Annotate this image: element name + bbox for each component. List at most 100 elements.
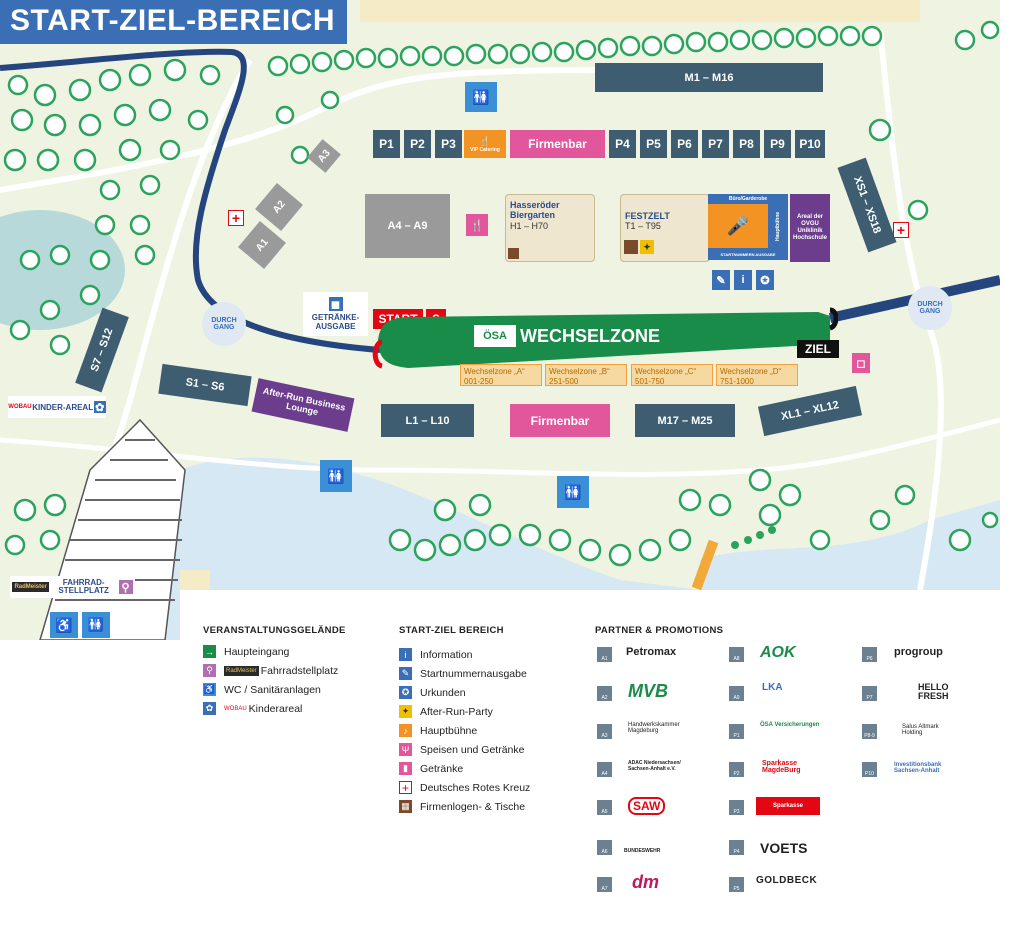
legend-label: Information: [420, 648, 473, 661]
wc-icon[interactable]: 🚻: [465, 82, 497, 112]
wechselzone-d-name: Wechselzone „D“: [720, 367, 782, 376]
area-p2[interactable]: P2: [404, 130, 431, 158]
partner-code: A7: [597, 877, 612, 892]
fahrrad-text: FAHRRAD-STELLPLATZ: [58, 578, 109, 595]
partner-code: A3: [597, 724, 612, 739]
partner-logo: Sparkasse: [756, 797, 820, 815]
company-icon: [624, 240, 638, 254]
partner-logo: Handwerkskammer Magdeburg: [628, 722, 680, 734]
pencil-icon[interactable]: ✎: [712, 270, 730, 290]
area-p10[interactable]: P10: [795, 130, 825, 158]
area-p9[interactable]: P9: [764, 130, 791, 158]
company-icon: [508, 248, 519, 259]
legend-label: Hauptbühne: [420, 724, 478, 737]
area-l1-l10[interactable]: L1 – L10: [381, 404, 474, 437]
entrance-icon: →: [203, 645, 216, 658]
partner-logo: GOLDBECK: [756, 875, 818, 886]
area-hasseroeder-biergarten[interactable]: Hasseröder Biergarten H1 – H70: [505, 194, 595, 262]
food-icon: Ψ: [399, 743, 412, 756]
area-vip-catering[interactable]: 🍴 VIP Catering: [464, 130, 506, 158]
cup-icon: ◻: [852, 353, 870, 373]
wobau-logo: WOBAU: [224, 705, 247, 712]
microphone-icon: 🎤: [726, 215, 750, 236]
kinderareal-label[interactable]: WOBAU KINDER-AREAL ✿: [8, 396, 106, 418]
partner-code: A9: [729, 686, 744, 701]
area-m1-m16[interactable]: M1 – M16: [595, 63, 823, 92]
kinderareal-text: KINDER-AREAL: [32, 402, 94, 412]
child-icon: ✿: [203, 702, 216, 715]
legend-label: Haupteingang: [224, 645, 290, 658]
legend-item: + Deutsches Rotes Kreuz: [399, 781, 531, 795]
info-icon[interactable]: i: [734, 270, 752, 290]
cup-icon: ◼: [328, 297, 343, 311]
area-a4-a9[interactable]: A4 – A9: [365, 194, 450, 258]
area-p7[interactable]: P7: [702, 130, 729, 158]
event-map: START-ZIEL-BEREICH M1 – M16 🚻 P1 P2 P3 🍴…: [0, 0, 1000, 640]
festzelt-title: FESTZELT: [625, 211, 670, 221]
legend-item: ✪Urkunden: [399, 686, 466, 699]
partner-code: P7: [862, 686, 877, 701]
wechselzone-d: Wechselzone „D“ 751-1000: [716, 364, 798, 386]
partner-logo: Sparkasse MagdeBurg: [762, 760, 801, 774]
area-firmenbar-top[interactable]: Firmenbar: [510, 130, 605, 158]
legend-label: Kinderareal: [248, 702, 303, 715]
partner-code: P8-9: [862, 724, 877, 739]
area-p3[interactable]: P3: [435, 130, 462, 158]
partner-logo: Investitionsbank Sachsen-Anhalt: [894, 762, 942, 774]
area-p5[interactable]: P5: [640, 130, 667, 158]
partner-logo: MVB: [628, 681, 668, 701]
partner-code: P10: [862, 762, 877, 777]
legend-label: WC / Sanitäranlagen: [224, 683, 321, 696]
getraenke-ausgabe[interactable]: ◼ GETRÄNKE-AUSGABE: [303, 292, 368, 336]
partner-logo: dm: [632, 872, 659, 892]
legend-label: Deutsches Rotes Kreuz: [420, 781, 531, 794]
area-p6[interactable]: P6: [671, 130, 698, 158]
award-icon[interactable]: ✪: [756, 270, 774, 290]
area-ovgu[interactable]: Areal der OVGU Uniklinik Hochschule: [790, 194, 830, 262]
wechselzone-b-range: 251-500: [549, 376, 579, 386]
area-p4[interactable]: P4: [609, 130, 636, 158]
wc-icon: ♿: [203, 683, 216, 696]
wechselzone-b-name: Wechselzone „B“: [549, 367, 610, 376]
wc-icon[interactable]: 🚻: [82, 612, 110, 638]
legend-label: Speisen und Getränke: [420, 743, 525, 756]
legend-item: ♪Hauptbühne: [399, 724, 477, 737]
partner-code: A1: [597, 647, 612, 662]
partner-code: A8: [729, 647, 744, 662]
company-icon: ▦: [399, 800, 412, 813]
partner-logo: progroup: [894, 646, 943, 658]
partner-logo: SAW: [628, 797, 666, 815]
legend-label: Startnummernausgabe: [420, 667, 527, 680]
hasseroeder-sub: H1 – H70: [510, 220, 549, 231]
wechselzone-c: Wechselzone „C“ 501-750: [631, 364, 713, 386]
durchgang-right: DURCH GANG: [908, 286, 952, 330]
wechselzone-c-name: Wechselzone „C“: [635, 367, 697, 376]
area-p1[interactable]: P1: [373, 130, 400, 158]
bike-icon: ⚲: [203, 664, 216, 677]
legend-label: Urkunden: [420, 686, 466, 699]
area-firmenbar-bottom[interactable]: Firmenbar: [510, 404, 610, 437]
area-m17-m25[interactable]: M17 – M25: [635, 404, 735, 437]
legend-item: → Haupteingang: [203, 645, 289, 658]
legend-item: ♿ WC / Sanitäranlagen: [203, 683, 321, 696]
radmeister-logo: RadMeister: [12, 582, 49, 592]
legend-item: ▦Firmenlogen- & Tische: [399, 800, 525, 813]
legend-item: ✦After-Run-Party: [399, 705, 493, 718]
party-icon: ✦: [640, 240, 654, 254]
partner-logo: Petromax: [626, 646, 677, 658]
legend-label: Getränke: [420, 762, 464, 775]
accessible-wc-icon[interactable]: ♿: [50, 612, 78, 638]
red-cross-icon: +: [399, 781, 412, 795]
area-p8[interactable]: P8: [733, 130, 760, 158]
hauptbuehne-area[interactable]: 🎤: [708, 204, 768, 248]
wc-icon[interactable]: 🚻: [557, 476, 589, 508]
festzelt-sub: T1 – T95: [625, 221, 661, 231]
partner-code: A2: [597, 686, 612, 701]
partner-logo: LKA: [762, 682, 783, 693]
fahrradstellplatz-label[interactable]: RadMeister FAHRRAD-STELLPLATZ ⚲: [10, 576, 135, 598]
partner-code: P2: [729, 762, 744, 777]
wc-icon[interactable]: 🚻: [320, 460, 352, 492]
red-cross-icon: +: [228, 210, 244, 226]
ziel-label: ZIEL: [797, 340, 839, 358]
